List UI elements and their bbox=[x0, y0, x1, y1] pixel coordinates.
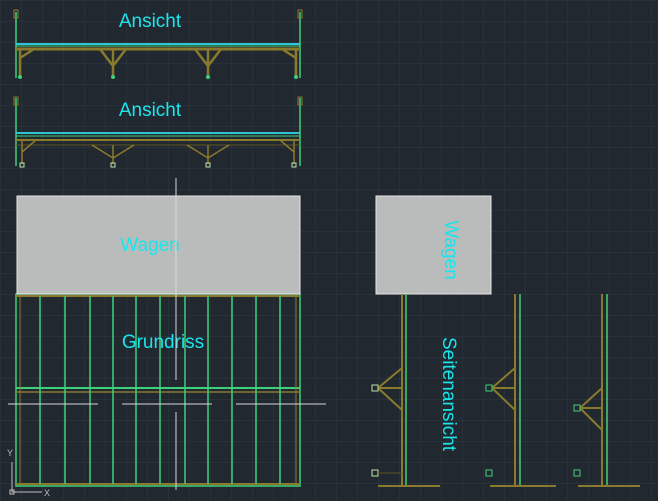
floor-plan-drawing[interactable] bbox=[15, 293, 301, 487]
elevation-view-2[interactable] bbox=[13, 96, 303, 168]
elevation-view-1[interactable] bbox=[13, 9, 303, 79]
side-view-frame-3[interactable] bbox=[573, 294, 640, 487]
side-view-frame-1[interactable] bbox=[371, 294, 440, 487]
wagon-block-plan[interactable] bbox=[16, 195, 301, 295]
ucs-icon: Y X bbox=[7, 448, 50, 498]
elevation-view-2-label: Ansicht bbox=[119, 100, 182, 121]
crosshair-cursor bbox=[8, 178, 326, 490]
side-view-label: Seitenansicht bbox=[438, 337, 459, 452]
wagon-plan-label: Wagen bbox=[120, 235, 180, 256]
ucs-y-label: Y bbox=[7, 448, 13, 458]
floor-plan-label: Grundriss bbox=[122, 332, 204, 353]
wagon-side-label: Wagen bbox=[440, 220, 461, 280]
ucs-x-label: X bbox=[44, 488, 50, 498]
wagon-block-side[interactable] bbox=[375, 195, 492, 295]
side-view-frame-2[interactable] bbox=[485, 294, 556, 487]
elevation-view-1-label: Ansicht bbox=[119, 11, 182, 32]
